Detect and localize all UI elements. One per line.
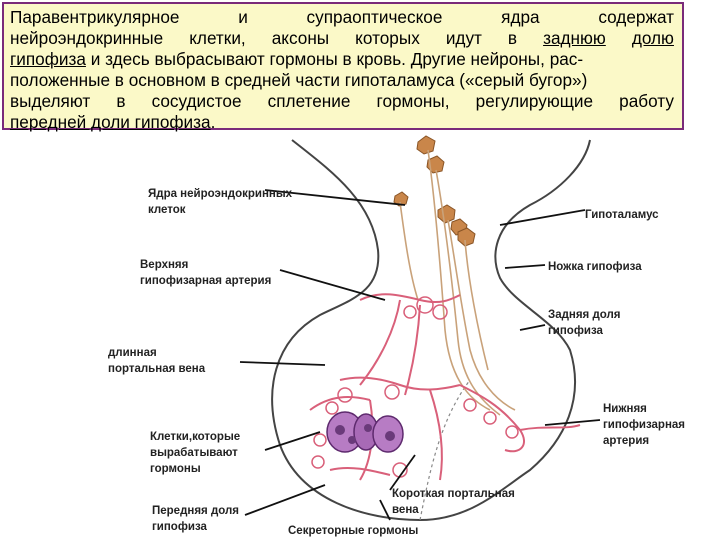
word: в — [116, 91, 125, 112]
word: выделяют — [10, 91, 90, 112]
neuron-body — [458, 228, 475, 246]
word: регулирующие — [476, 91, 593, 112]
arrow-cells — [265, 432, 320, 450]
brain-outline — [272, 140, 590, 520]
label-stalk: Ножка гипофиза — [548, 261, 642, 273]
text-fragment: и здесь выбрасывают гормоны в кровь. Дру… — [86, 49, 583, 69]
word: сплетение — [268, 91, 351, 112]
label-inf-artery-1: Нижняя — [603, 403, 647, 415]
word: гормоны, — [377, 91, 450, 112]
word-underlined: заднюю — [543, 28, 606, 49]
word: клетки, — [189, 28, 246, 49]
word: содержат — [598, 7, 674, 28]
label-sup-artery-1: Верхняя — [140, 259, 188, 271]
underlined-term: гипофиза — [10, 49, 86, 69]
axons — [400, 150, 515, 415]
label-inf-artery-2: гипофизарная — [603, 419, 685, 431]
label-neuro-nuclei-1: Ядра нейроэндокринных — [148, 188, 293, 200]
word: сосудистое — [152, 91, 242, 112]
axon — [400, 202, 418, 300]
neuron-body — [438, 205, 455, 223]
text-line-4: положенные в основном в средней части ги… — [10, 70, 674, 91]
vessel — [340, 378, 460, 390]
text-line-1: Паравентрикулярное и супраоптическое ядр… — [10, 7, 674, 28]
word: которых — [355, 28, 420, 49]
word: работу — [619, 91, 674, 112]
word: в — [508, 28, 517, 49]
label-sup-artery-2: гипофизарная артерия — [140, 275, 271, 287]
neuron-bodies — [394, 136, 475, 246]
label-cells-3: гормоны — [150, 463, 201, 475]
label-ant-lobe-1: Передняя доля — [152, 505, 239, 517]
label-cells-1: Клетки,которые — [150, 431, 240, 443]
label-long-vein-2: портальная вена — [108, 363, 206, 375]
neuron-body — [417, 136, 435, 154]
label-ant-lobe-2: гипофиза — [152, 521, 208, 533]
artery — [520, 425, 580, 430]
label-short-vein-2: вена — [392, 504, 419, 516]
word: идут — [446, 28, 482, 49]
axon — [448, 220, 515, 410]
label-post-lobe-2: гипофиза — [548, 325, 604, 337]
word: и — [238, 7, 248, 28]
word: супраоптическое — [307, 7, 443, 28]
underlined-term: передней доли гипофиза — [10, 112, 211, 132]
word: аксоны — [272, 28, 329, 49]
vessel — [330, 468, 390, 475]
arrow-stalk — [505, 265, 545, 268]
arrow-post-lobe — [520, 325, 545, 330]
word: Паравентрикулярное — [10, 7, 179, 28]
label-inf-artery-3: артерия — [603, 435, 649, 447]
axon — [465, 240, 488, 370]
word: нейроэндокринные — [10, 28, 163, 49]
label-long-vein-1: длинная — [108, 347, 157, 359]
label-cells-2: вырабатывают — [150, 447, 238, 459]
label-short-vein-1: Короткая портальная — [392, 488, 515, 500]
axon — [428, 150, 490, 410]
label-neuro-nuclei-2: клеток — [148, 204, 186, 216]
vessel — [360, 300, 400, 385]
word-underlined: долю — [632, 28, 674, 49]
label-secretory: Секреторные гормоны — [288, 525, 418, 537]
text-line-2: нейроэндокринные клетки, аксоны которых … — [10, 28, 674, 49]
description-text-box: Паравентрикулярное и супраоптическое ядр… — [2, 2, 684, 130]
artery — [360, 294, 460, 302]
text-line-3: гипофиза и здесь выбрасывают гормоны в к… — [10, 49, 674, 70]
arrow-long-vein — [240, 362, 325, 365]
pituitary-diagram: Ядра нейроэндокринных клеток Гипоталамус… — [0, 130, 720, 540]
word: ядра — [501, 7, 539, 28]
vessel — [405, 305, 420, 395]
diagram-labels: Ядра нейроэндокринных клеток Гипоталамус… — [108, 188, 685, 537]
arrow-ant-lobe — [245, 485, 325, 515]
text-fragment: . — [211, 112, 216, 132]
arrow-inf-artery — [545, 420, 600, 425]
label-hypothalamus: Гипоталамус — [585, 209, 659, 221]
label-post-lobe-1: Задняя доля — [548, 309, 621, 321]
text-line-5: выделяют в сосудистое сплетение гормоны,… — [10, 91, 674, 112]
